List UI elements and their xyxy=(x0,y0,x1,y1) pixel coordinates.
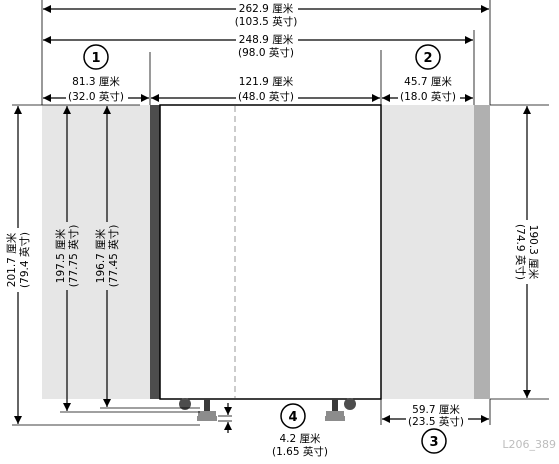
total-height-imperial: (79.4 英寸) xyxy=(18,232,31,288)
overall-width-imperial: (103.5 英寸) xyxy=(235,15,298,28)
base-clearance-imperial: (23.5 英寸) xyxy=(408,415,464,428)
height-a-metric: 197.5 厘米 xyxy=(54,228,67,283)
unit-frame-dark xyxy=(150,105,160,399)
right-clearance-zone xyxy=(381,105,474,399)
callout-2: 2 xyxy=(415,44,441,70)
overall-width-metric: 262.9 厘米 xyxy=(239,2,294,15)
callout-3: 3 xyxy=(421,428,447,454)
right-height-metric: 190.3 厘米 xyxy=(527,225,540,280)
height-b-imperial: (77.45 英寸) xyxy=(107,225,120,288)
right-edge-strip xyxy=(474,105,490,399)
callout-1: 1 xyxy=(83,44,109,70)
unit-body xyxy=(159,104,382,400)
callout-4-label: 4 xyxy=(288,410,297,425)
height-b-metric: 196.7 厘米 xyxy=(94,228,107,283)
foot-height-metric: 4.2 厘米 xyxy=(279,432,321,445)
unit-width-imperial: (48.0 英寸) xyxy=(238,90,294,103)
left-clearance-metric: 81.3 厘米 xyxy=(72,75,120,88)
callout-3-label: 3 xyxy=(429,435,438,450)
callout-4: 4 xyxy=(280,403,306,429)
unit-width-metric: 121.9 厘米 xyxy=(239,75,294,88)
right-height-label: 190.3 厘米 (74.9 英寸) xyxy=(513,220,540,284)
callout-2-label: 2 xyxy=(423,51,432,66)
total-height-label: 201.7 厘米 (79.4 英寸) xyxy=(5,228,32,292)
right-height-imperial: (74.9 英寸) xyxy=(514,224,527,280)
height-a-label: 197.5 厘米 (77.75 英寸) xyxy=(54,222,81,290)
left-clearance-imperial: (32.0 英寸) xyxy=(68,90,124,103)
caster-left xyxy=(179,398,191,410)
inner-width-metric: 248.9 厘米 xyxy=(239,33,294,46)
inner-width-imperial: (98.0 英寸) xyxy=(238,46,294,59)
figure-reference-code: L206_389 xyxy=(502,438,556,451)
right-clearance-imperial: (18.0 英寸) xyxy=(400,90,456,103)
extension-lines xyxy=(12,0,549,426)
height-a-imperial: (77.75 英寸) xyxy=(67,225,80,288)
leveling-foot-right xyxy=(325,399,345,421)
caster-right xyxy=(344,398,356,410)
foot-height-imperial: (1.65 英寸) xyxy=(272,445,328,458)
height-b-label: 196.7 厘米 (77.45 英寸) xyxy=(94,222,121,290)
total-height-metric: 201.7 厘米 xyxy=(5,232,18,287)
right-clearance-metric: 45.7 厘米 xyxy=(404,75,452,88)
leveling-foot-left xyxy=(197,399,217,421)
base-clearance-metric: 59.7 厘米 xyxy=(412,403,460,416)
callout-1-label: 1 xyxy=(91,51,100,66)
